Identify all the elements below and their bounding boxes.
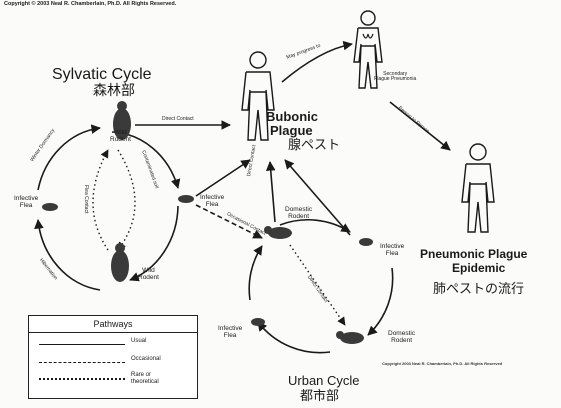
legend-title: Pathways <box>29 316 197 333</box>
bubonic-title-jp: 腺ペスト <box>288 139 340 152</box>
sylvatic-cycle-ring <box>38 128 178 290</box>
wild-rodent-bottom-icon <box>111 243 129 282</box>
direct-contact-label: Direct Contact <box>162 117 194 122</box>
human-pneumonic-icon <box>462 144 494 232</box>
legend-dashed-line <box>39 362 125 363</box>
flea-sylvatic-right-icon <box>178 195 194 203</box>
legend-solid-line <box>39 344 125 345</box>
flea-contact-label: Flea Contact <box>83 185 88 213</box>
flea-sylvatic-left-icon <box>42 203 58 211</box>
bubonic-title-2: Plague <box>270 124 313 137</box>
legend-dotted-line <box>39 378 125 380</box>
pneumonic-title-jp: 肺ペストの流行 <box>433 283 524 296</box>
pneumonic-title: Pneumonic Plague <box>420 248 527 260</box>
copyright-text: Copyright © 2003 Neal R. Chamberlain, Ph… <box>4 2 176 8</box>
urban-cycle-title-jp: 都市部 <box>300 390 339 403</box>
legend-row-occasional: Occasional <box>37 356 189 368</box>
domestic-rodent-bottom-icon <box>336 331 364 344</box>
legend-usual-label: Usual <box>131 338 146 345</box>
bubonic-title: Bubonic <box>266 110 318 123</box>
sylvatic-cycle-title-jp: 森林部 <box>93 84 135 98</box>
legend-occasional-label: Occasional <box>131 356 161 363</box>
flea-urban-right-icon <box>359 238 373 246</box>
pneumonic-title-2: Epidemic <box>452 262 505 274</box>
domestic-rodent-top-icon <box>264 226 292 239</box>
urban-cycle-title: Urban Cycle <box>288 374 360 387</box>
sylvatic-cycle-title: Sylvatic Cycle <box>52 67 152 83</box>
copyright-small-text: Copyright 2003 Neal R. Chamberlain, Ph.D… <box>382 362 502 366</box>
flea-urban-left-icon <box>251 318 265 326</box>
legend-row-usual: Usual <box>37 338 189 350</box>
